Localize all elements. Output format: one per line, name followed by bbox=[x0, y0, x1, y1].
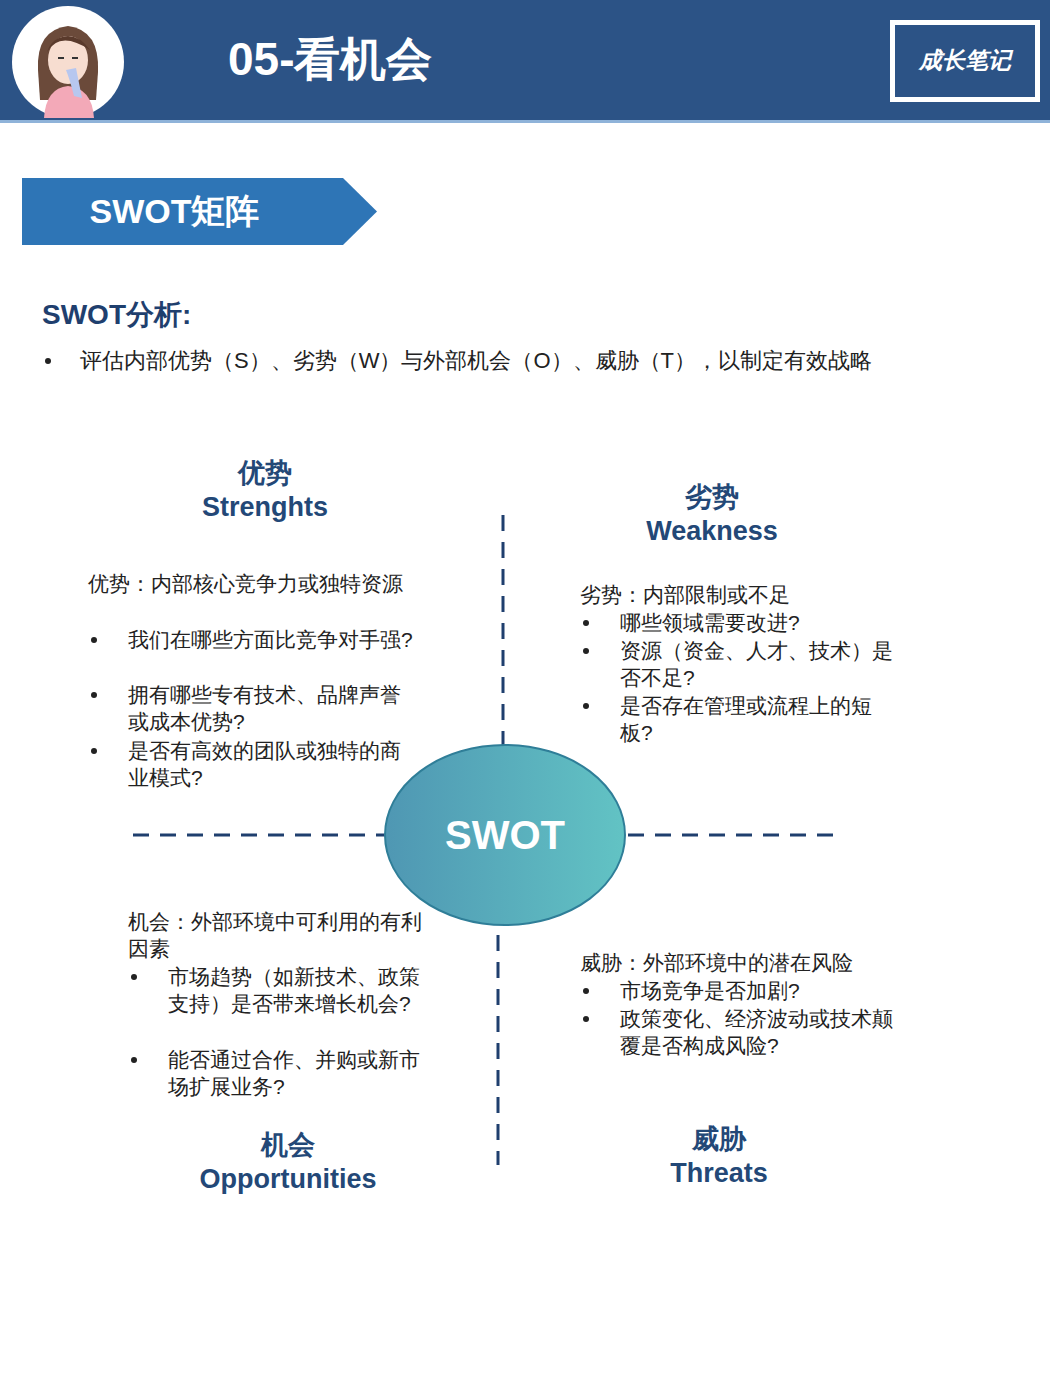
bullet-dot bbox=[131, 1057, 137, 1063]
bullet-dot bbox=[131, 974, 137, 980]
bullet-dot bbox=[91, 637, 97, 643]
bullet-dot bbox=[45, 358, 51, 364]
divider-line bbox=[628, 834, 835, 837]
quadrant-question: 是否存在管理或流程上的短板? bbox=[620, 692, 900, 746]
divider-line bbox=[497, 935, 500, 1165]
quadrant-question: 是否有高效的团队或独特的商业模式? bbox=[128, 737, 418, 791]
quadrant-title-cn: 机会 bbox=[188, 1128, 388, 1162]
quadrant-title-en: Threats bbox=[619, 1156, 819, 1190]
quadrant-title-en: Weakness bbox=[612, 514, 812, 548]
quadrant-title-cn: 威胁 bbox=[619, 1122, 819, 1156]
bullet-dot bbox=[91, 692, 97, 698]
ellipse-text: SWOT bbox=[445, 813, 565, 857]
bullet-dot bbox=[583, 1016, 589, 1022]
quadrant-definition: 优势：内部核心竞争力或独特资源 bbox=[88, 570, 418, 597]
quadrant-question: 我们在哪些方面比竞争对手强? bbox=[128, 626, 418, 653]
bullet-dot bbox=[583, 648, 589, 654]
header-band: 05-看机会 成长笔记 bbox=[0, 0, 1050, 120]
quadrant-question: 哪些领域需要改进? bbox=[620, 609, 900, 636]
bullet-dot bbox=[583, 988, 589, 994]
quadrant-question: 市场趋势（如新技术、政策支持）是否带来增长机会? bbox=[168, 963, 430, 1017]
quadrant-definition: 机会：外部环境中可利用的有利因素 bbox=[128, 908, 430, 962]
quadrant-question: 市场竞争是否加剧? bbox=[620, 977, 900, 1004]
page-title: 05-看机会 bbox=[228, 34, 432, 85]
section-intro: 评估内部优势（S）、劣势（W）与外部机会（O）、威胁（T），以制定有效战略 bbox=[80, 346, 1020, 376]
quadrant-question: 能否通过合作、并购或新市场扩展业务? bbox=[168, 1046, 430, 1100]
bullet-dot bbox=[583, 703, 589, 709]
quadrant-question: 政策变化、经济波动或技术颠覆是否构成风险? bbox=[620, 1005, 900, 1059]
badge-box: 成长笔记 bbox=[890, 20, 1040, 102]
quadrant-definition: 劣势：内部限制或不足 bbox=[580, 581, 900, 608]
section-banner: SWOT矩阵 bbox=[22, 178, 377, 245]
bullet-dot bbox=[583, 620, 589, 626]
banner-text: SWOT矩阵 bbox=[90, 193, 260, 230]
quadrant-title-cn: 劣势 bbox=[612, 480, 812, 514]
quadrant-definition: 威胁：外部环境中的潜在风险 bbox=[580, 949, 900, 976]
quadrant-title-en: Strenghts bbox=[165, 490, 365, 524]
divider-line bbox=[133, 834, 385, 837]
center-ellipse: SWOT bbox=[383, 743, 627, 927]
quadrant-title-cn: 优势 bbox=[165, 456, 365, 490]
badge-text: 成长笔记 bbox=[919, 48, 1011, 73]
avatar-illustration bbox=[0, 0, 140, 124]
header-underline bbox=[0, 120, 1050, 123]
section-heading: SWOT分析: bbox=[42, 298, 442, 332]
quadrant-question: 拥有哪些专有技术、品牌声誉或成本优势? bbox=[128, 681, 418, 735]
quadrant-question: 资源（资金、人才、技术）是否不足? bbox=[620, 637, 900, 691]
bullet-dot bbox=[91, 748, 97, 754]
quadrant-title-en: Opportunities bbox=[168, 1162, 408, 1196]
divider-line bbox=[502, 515, 505, 745]
